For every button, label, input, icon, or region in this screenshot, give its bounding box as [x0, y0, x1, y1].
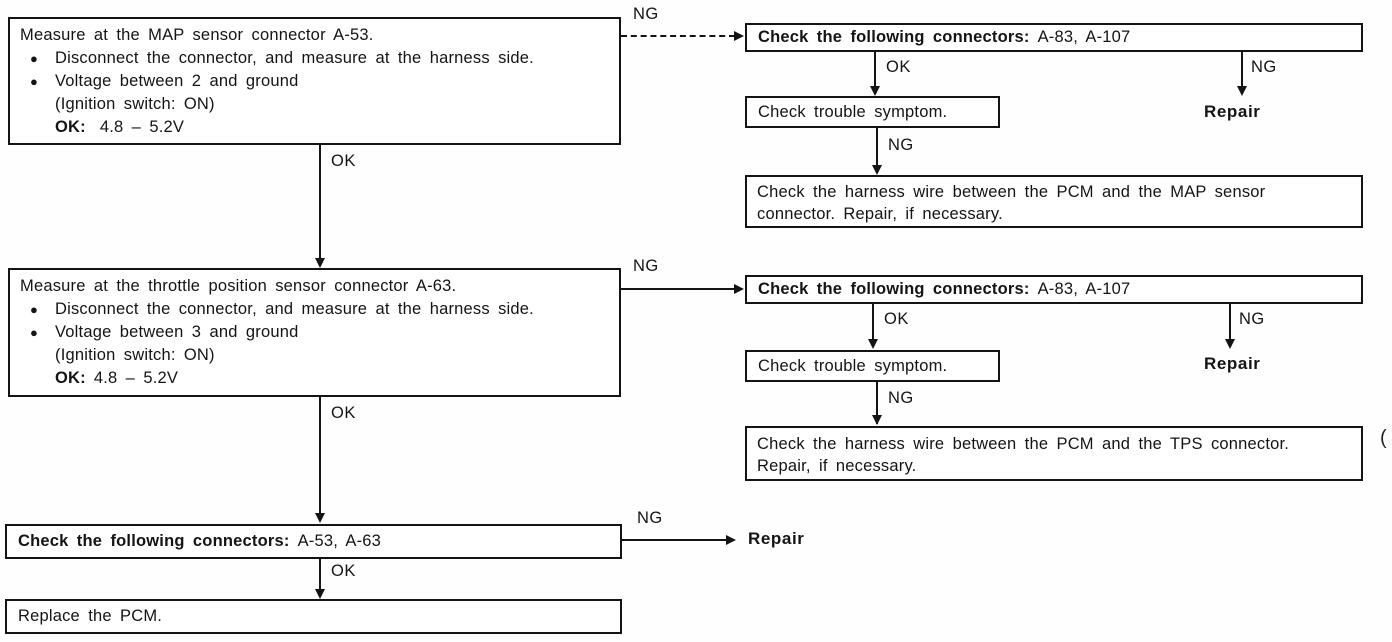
ng-label: NG — [888, 389, 914, 407]
measure-tps-title: Measure at the throttle position sensor … — [20, 277, 457, 295]
check-harness-text: Check the harness wire between the PCM a… — [757, 435, 1290, 475]
check-connectors-final-box: Check the following connectors: A-53, A-… — [5, 524, 622, 559]
ok-value: 4.8 – 5.2V — [93, 369, 179, 387]
arrowhead-down-icon — [872, 165, 882, 175]
flow-line-tps-trouble-ng — [876, 382, 878, 424]
ng-label: NG — [633, 257, 659, 275]
check-connectors-value: A-83, A-107 — [1037, 28, 1131, 46]
ng-label: NG — [1239, 310, 1265, 328]
bullet2-text: Voltage between 2 and ground — [55, 72, 299, 90]
arrowhead-right-icon — [726, 535, 736, 545]
bullet2-text: Voltage between 3 and ground — [55, 323, 299, 341]
measure-tps-sensor-box: Measure at the throttle position sensor … — [8, 268, 621, 397]
check-harness-text: Check the harness wire between the PCM a… — [757, 183, 1266, 223]
check-connectors-value: A-53, A-63 — [297, 532, 382, 550]
bullet1-text: Disconnect the connector, and measure at… — [55, 49, 534, 67]
check-trouble-text: Check trouble symptom. — [758, 102, 948, 121]
ok-label: OK — [884, 310, 909, 328]
arrowhead-down-icon — [315, 513, 325, 523]
measure-map-sensor-box: Measure at the MAP sensor connector A-53… — [8, 17, 621, 145]
flow-line-map-conn-ok — [874, 52, 876, 87]
ok-label: OK — [331, 404, 356, 422]
measure-tps-bullet1: ● Disconnect the connector, and measure … — [20, 298, 609, 321]
check-harness-map-box: Check the harness wire between the PCM a… — [745, 175, 1363, 228]
ok-key: OK: — [55, 369, 86, 387]
arrowhead-down-icon — [315, 589, 325, 599]
arrowhead-right-icon — [734, 284, 744, 294]
check-connectors-lead: Check the following connectors: — [758, 280, 1030, 298]
flow-line-map-ng — [621, 35, 735, 37]
measure-map-bullet1: ● Disconnect the connector, and measure … — [20, 47, 609, 70]
measure-tps-ok-spec: OK: 4.8 – 5.2V — [20, 367, 609, 390]
bullet-icon: ● — [30, 51, 39, 66]
flow-line-map-to-tps — [319, 145, 321, 259]
flow-line-tps-ng — [621, 288, 735, 290]
ok-label: OK — [331, 562, 356, 580]
ng-label: NG — [633, 5, 659, 23]
measure-map-bullet2: ● Voltage between 2 and ground — [20, 70, 609, 93]
arrowhead-down-icon — [870, 86, 880, 96]
arrowhead-right-icon — [734, 31, 744, 41]
ok-key: OK: — [55, 118, 86, 136]
flow-line-tps-conn-ng — [1229, 304, 1231, 340]
check-connectors-value: A-83, A-107 — [1037, 280, 1131, 298]
flow-line-final-ng — [622, 539, 727, 541]
flow-line-tps-to-connectors — [319, 397, 321, 514]
bullet-icon: ● — [30, 302, 39, 317]
check-connectors-tps-box: Check the following connectors: A-83, A-… — [745, 275, 1363, 304]
check-trouble-text: Check trouble symptom. — [758, 356, 948, 375]
check-connectors-map-box: Check the following connectors: A-83, A-… — [745, 23, 1363, 52]
arrowhead-down-icon — [1237, 86, 1247, 96]
ok-label: OK — [331, 152, 356, 170]
measure-tps-condition: (Ignition switch: ON) — [55, 346, 215, 364]
check-trouble-map-box: Check trouble symptom. — [745, 96, 1000, 128]
repair-label: Repair — [1204, 102, 1261, 121]
check-trouble-tps-box: Check trouble symptom. — [745, 350, 1000, 382]
measure-map-ok-spec: OK: 4.8 – 5.2V — [20, 116, 609, 139]
flow-line-tps-conn-ok — [872, 304, 874, 340]
check-connectors-lead: Check the following connectors: — [18, 532, 290, 550]
measure-tps-bullet2: ● Voltage between 3 and ground — [20, 321, 609, 344]
flow-line-map-trouble-ng — [876, 128, 878, 173]
flow-line-connectors-to-replace — [319, 559, 321, 591]
ng-label: NG — [1251, 58, 1277, 76]
measure-map-title: Measure at the MAP sensor connector A-53… — [20, 26, 374, 44]
stray-mark: ( — [1380, 427, 1387, 449]
bullet-icon: ● — [30, 325, 39, 340]
measure-map-condition: (Ignition switch: ON) — [55, 95, 215, 113]
replace-pcm-text: Replace the PCM. — [18, 607, 163, 625]
ng-label: NG — [888, 136, 914, 154]
repair-label: Repair — [1204, 354, 1261, 373]
arrowhead-down-icon — [1225, 339, 1235, 349]
ok-label: OK — [886, 58, 911, 76]
arrowhead-down-icon — [868, 339, 878, 349]
repair-label: Repair — [748, 529, 805, 548]
check-harness-tps-box: Check the harness wire between the PCM a… — [745, 426, 1363, 481]
ng-label: NG — [637, 509, 663, 527]
check-connectors-lead: Check the following connectors: — [758, 28, 1030, 46]
arrowhead-down-icon — [315, 258, 325, 268]
ok-value: 4.8 – 5.2V — [99, 118, 185, 136]
bullet-icon: ● — [30, 74, 39, 89]
bullet1-text: Disconnect the connector, and measure at… — [55, 300, 534, 318]
arrowhead-down-icon — [872, 415, 882, 425]
replace-pcm-box: Replace the PCM. — [5, 599, 622, 634]
flow-line-map-conn-ng — [1241, 52, 1243, 87]
